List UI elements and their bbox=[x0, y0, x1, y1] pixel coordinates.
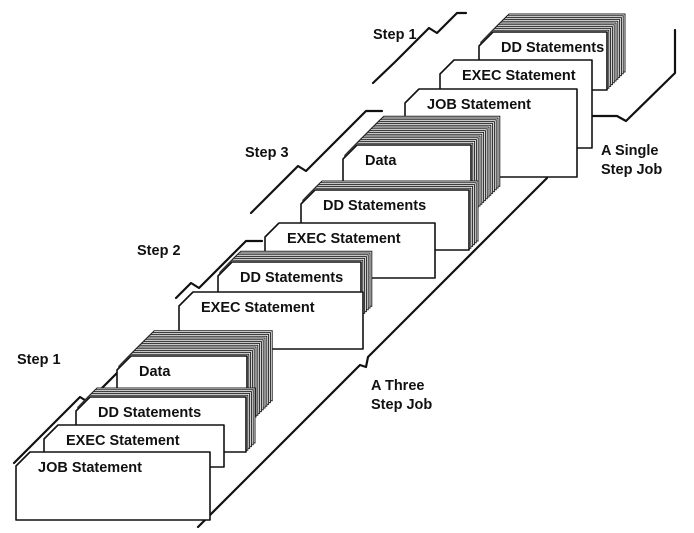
card-label: DD Statements bbox=[501, 40, 604, 56]
three-step-job-label-line2: Step Job bbox=[371, 397, 432, 413]
card-label: EXEC Statement bbox=[201, 300, 315, 316]
card-label: JOB Statement bbox=[427, 97, 531, 113]
single-step-job-label-line1: A Single bbox=[601, 143, 658, 159]
card-label: EXEC Statement bbox=[66, 433, 180, 449]
single-step-job-label-line2: Step Job bbox=[601, 162, 662, 178]
three-step-3-bracket bbox=[249, 109, 384, 215]
card-label: Data bbox=[139, 364, 171, 380]
three-step-job-label-line1: A Three bbox=[371, 378, 424, 394]
card-label: EXEC Statement bbox=[462, 68, 576, 84]
card-label: EXEC Statement bbox=[287, 231, 401, 247]
single-step-1-label: Step 1 bbox=[373, 27, 417, 43]
three-step-3-label: Step 3 bbox=[245, 145, 289, 161]
three-step-1-label: Step 1 bbox=[17, 352, 61, 368]
card-label: JOB Statement bbox=[38, 460, 142, 476]
single-step-1-bracket bbox=[371, 11, 468, 85]
job-statement-card: JOB Statement bbox=[15, 451, 211, 521]
card-label: DD Statements bbox=[323, 198, 426, 214]
three-step-2-bracket bbox=[174, 239, 264, 300]
card-label: DD Statements bbox=[240, 270, 343, 286]
three-step-2-label: Step 2 bbox=[137, 243, 181, 259]
card-label: Data bbox=[365, 153, 397, 169]
card-face bbox=[15, 451, 211, 521]
card-label: DD Statements bbox=[98, 405, 201, 421]
